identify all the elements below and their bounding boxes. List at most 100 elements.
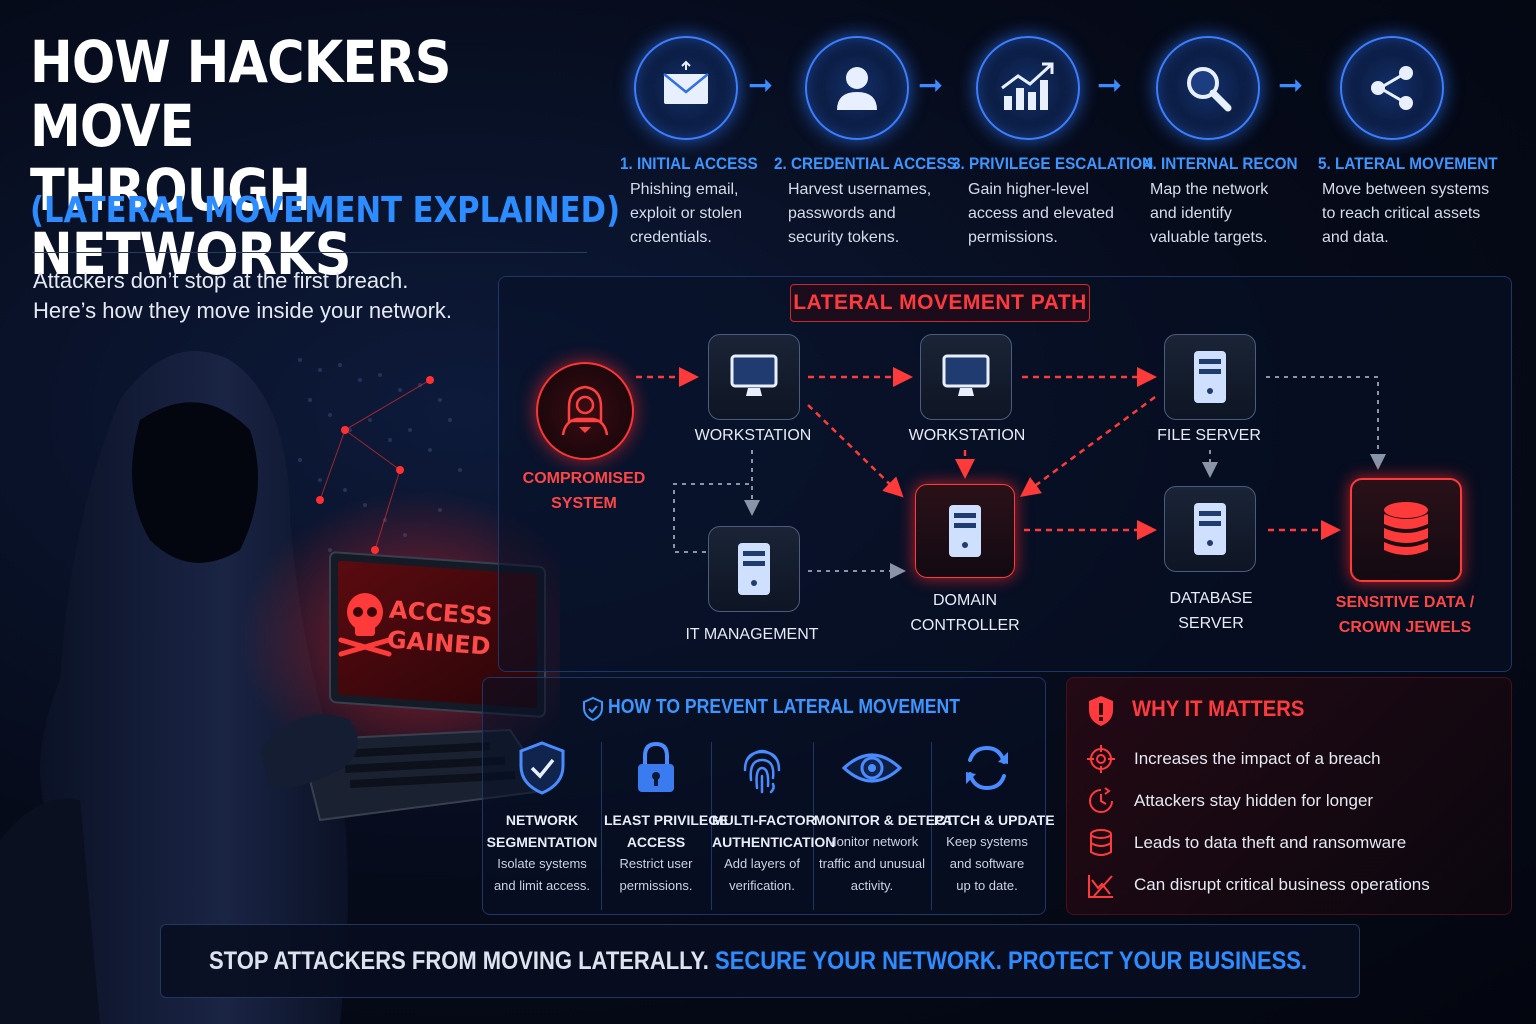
step-5-desc-line: Move between systems <box>1322 181 1490 198</box>
step-3: 3. PRIVILEGE ESCALATION Gain higher-leve… <box>952 154 1176 250</box>
database-icon <box>1090 829 1112 856</box>
step-arrow-3: ➞ <box>1097 69 1123 102</box>
desc-line: Isolate systems <box>497 856 587 871</box>
step-3-desc: Gain higher-level access and elevated pe… <box>968 178 1176 250</box>
workstation-1-node <box>708 334 800 420</box>
step-4-icon-circle <box>1156 36 1260 140</box>
name-line: SEGMENTATION <box>486 834 598 850</box>
prevention-title: HOW TO PREVENT LATERAL MOVEMENT <box>608 696 961 718</box>
step-3-desc-line: permissions. <box>968 229 1058 246</box>
step-5: 5. LATERAL MOVEMENT Move between systems… <box>1318 154 1518 250</box>
prevent-name: MULTI-FACTOR AUTHENTICATION <box>712 809 836 853</box>
broken-line-icon <box>1088 875 1113 898</box>
server-icon <box>738 543 770 595</box>
step-1-title: 1. INITIAL ACCESS <box>620 154 758 173</box>
label-line: DATABASE <box>1169 590 1253 607</box>
tagline-line-2: Here’s how they move inside your network… <box>33 298 453 323</box>
database-server-label: DATABASE SERVER <box>1136 586 1286 636</box>
prevent-desc: Add layers of verification. <box>712 853 812 897</box>
name-line: NETWORK <box>505 812 579 828</box>
desc-line: Add layers of <box>724 856 800 871</box>
why-item-text: Can disrupt critical business operations <box>1134 875 1430 894</box>
monitor-icon <box>730 354 778 396</box>
it-management-label: IT MANAGEMENT <box>685 626 819 643</box>
clock-icon <box>1089 787 1113 813</box>
page-subtitle: (LATERAL MOVEMENT EXPLAINED) <box>30 190 621 231</box>
step-4-desc-line: Map the network <box>1150 181 1269 198</box>
desc-line: Restrict user <box>619 856 693 871</box>
desc-line: Keep systems <box>946 834 1028 849</box>
step-4-desc: Map the network and identify valuable ta… <box>1150 178 1315 250</box>
edge-fs-to-dc <box>1019 395 1156 497</box>
why-item-text: Attackers stay hidden for longer <box>1134 791 1374 810</box>
magnifier-icon <box>1187 67 1232 112</box>
label-line: SENSITIVE DATA / <box>1335 594 1475 611</box>
prevent-desc: Restrict user permissions. <box>604 853 708 897</box>
step-2-desc: Harvest usernames, passwords and securit… <box>788 178 977 250</box>
step-3-desc-line: Gain higher-level <box>968 181 1089 198</box>
desc-line: and limit access. <box>493 878 591 893</box>
step-arrow-4: ➞ <box>1278 69 1304 102</box>
server-icon <box>1194 351 1226 403</box>
monitor-icon <box>942 354 990 396</box>
step-arrow-2: ➞ <box>918 69 944 102</box>
envelope-icon <box>663 60 709 104</box>
why-item: Attackers stay hidden for longer <box>1086 786 1496 816</box>
step-3-desc-line: access and elevated <box>968 205 1114 222</box>
prevention-panel <box>482 677 1046 915</box>
prevent-item-monitor: MONITOR & DETECT Monitor network traffic… <box>814 740 954 897</box>
desc-line: and software <box>949 856 1025 871</box>
desc-line: up to date. <box>956 878 1018 893</box>
step-2-desc-line: passwords and <box>788 205 896 222</box>
step-4-desc-line: valuable targets. <box>1150 229 1268 246</box>
step-5-desc: Move between systems to reach critical a… <box>1322 178 1518 250</box>
hooded-figure <box>40 351 348 1024</box>
prevent-desc: Monitor network traffic and unusual acti… <box>814 831 930 897</box>
why-item-text: Increases the impact of a breach <box>1134 749 1381 768</box>
laptop <box>329 551 546 718</box>
workstation-2-label: WORKSTATION <box>908 427 1026 444</box>
name-line: MULTI-FACTOR <box>712 812 816 828</box>
domain-controller-node <box>915 484 1015 578</box>
target-icon <box>1087 745 1115 773</box>
file-server-label: FILE SERVER <box>1157 427 1261 444</box>
step-4: 4. INTERNAL RECON Map the network and id… <box>1144 154 1315 250</box>
label-line: SERVER <box>1178 615 1244 632</box>
prevent-desc: Isolate systems and limit access. <box>486 853 598 897</box>
why-item: Can disrupt critical business operations <box>1086 870 1496 900</box>
sensitive-data-label: SENSITIVE DATA / CROWN JEWELS <box>1320 590 1490 640</box>
step-4-desc-line: and identify <box>1150 205 1232 222</box>
desc-line: traffic and unusual <box>819 856 925 871</box>
hooded-hacker-icon <box>561 385 609 436</box>
title-line-1: HOW HACKERS MOVE <box>30 28 452 160</box>
name-line: ACCESS <box>626 834 686 850</box>
prevention-separator <box>601 742 602 910</box>
database-server-node <box>1164 486 1256 572</box>
step-2: 2. CREDENTIAL ACCESS Harvest usernames, … <box>774 154 977 250</box>
refresh-icon <box>966 745 1008 791</box>
shield-check-icon <box>519 741 565 795</box>
edge-it-loop <box>673 483 752 553</box>
prevent-desc: Keep systems and software up to date. <box>934 831 1040 897</box>
shield-check-icon <box>583 697 603 721</box>
server-icon <box>949 505 981 557</box>
prevention-separator <box>711 742 712 910</box>
edge-fs-to-sensitive <box>1266 376 1386 470</box>
step-1-icon-circle <box>634 36 738 140</box>
chart-up-icon <box>1001 62 1054 110</box>
label-line: CROWN JEWELS <box>1338 619 1472 636</box>
why-it-matters-panel <box>1066 677 1512 915</box>
step-5-icon-circle <box>1340 36 1444 140</box>
name-line: LEAST PRIVILEGE <box>604 812 729 828</box>
server-icon <box>1194 503 1226 555</box>
step-1-desc-line: credentials. <box>630 229 712 246</box>
tagline: Attackers don’t stop at the first breach… <box>33 266 493 326</box>
step-2-icon-circle <box>805 36 909 140</box>
prevent-item-patch: PATCH & UPDATE Keep systems and software… <box>934 740 1055 897</box>
name-line: AUTHENTICATION <box>712 834 836 850</box>
footer-part-2: SECURE YOUR NETWORK. PROTECT YOUR BUSINE… <box>715 946 1308 975</box>
footer-part-1: STOP ATTACKERS FROM MOVING LATERALLY. <box>209 946 709 975</box>
step-5-desc-line: to reach critical assets <box>1322 205 1481 222</box>
step-1-desc-line: Phishing email, <box>630 181 739 198</box>
step-3-icon-circle <box>976 36 1080 140</box>
